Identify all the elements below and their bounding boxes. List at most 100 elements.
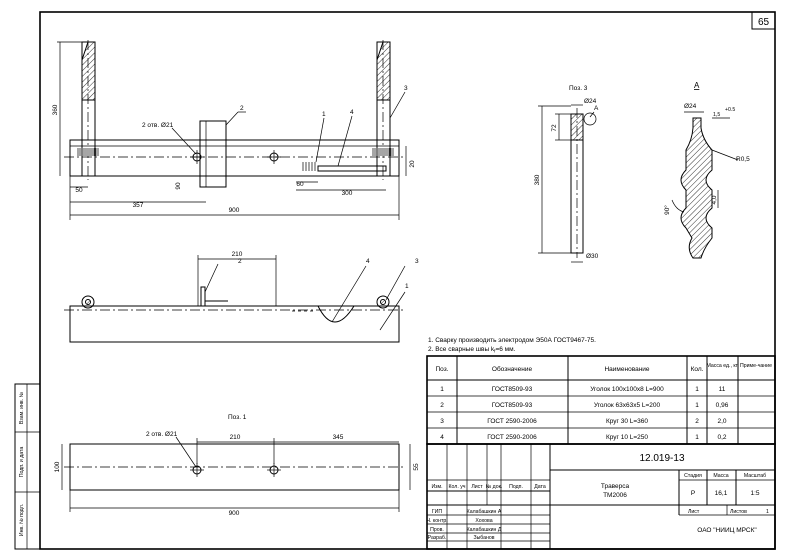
row3-name: Круг 30 L=360 — [606, 418, 648, 425]
row2-pos: 2 — [440, 402, 444, 409]
dim-380: 380 — [534, 174, 541, 185]
col-doc: № док. — [486, 484, 503, 490]
row1-qty: 1 — [695, 386, 699, 393]
mass-value: 16,1 — [715, 490, 728, 497]
sheet-header: Лист — [688, 509, 700, 515]
person-2: Хохова — [475, 518, 492, 524]
note-2: 2. Все сварные швы kf=6 мм. — [428, 346, 516, 354]
dim-diam24: Ø24 — [584, 98, 597, 105]
row4-designation: ГОСТ 2590-2006 — [487, 434, 537, 441]
callout-1-front: 1 — [322, 111, 326, 118]
callout-2-top: 2 — [238, 258, 242, 265]
side-stamp-replace: Взам. инв. № — [19, 391, 25, 424]
col-kol-uch: Кол. уч — [449, 484, 466, 490]
callout-1-top: 1 — [405, 283, 409, 290]
top-angle — [69, 305, 400, 343]
mass-header: Масса — [713, 473, 728, 479]
callout-3-front: 3 — [404, 85, 408, 92]
callout-4-top: 4 — [366, 258, 370, 265]
pos1-view: Поз. 1 210 345 2 отв. Ø21 100 55 900 — [54, 414, 420, 517]
col-list: Лист — [471, 484, 483, 490]
row1-name: Уголок 100х100х8 L=900 — [590, 386, 664, 393]
row4-pos: 4 — [440, 434, 444, 441]
dim-1-5: 1,5 — [713, 112, 720, 118]
row3-mass: 2,0 — [717, 418, 726, 425]
row4-mass: 0,2 — [717, 434, 726, 441]
dim-4: 4,0 — [711, 195, 718, 204]
callout-2-front: 2 — [240, 105, 244, 112]
dim-900-pos1: 900 — [229, 510, 240, 517]
dim-210-pos1: 210 — [230, 434, 241, 441]
spec-header-note: Приме-чание — [740, 363, 772, 369]
holes-label-top: 2 отв. Ø21 — [142, 122, 174, 129]
view-a-profile — [680, 117, 713, 259]
pos1-title: Поз. 1 — [228, 414, 247, 421]
dim-50: 50 — [75, 187, 83, 194]
dim-diam30: Ø30 — [586, 253, 599, 260]
note-2-end: =6 мм. — [495, 346, 515, 353]
col-izm: Изм. — [431, 484, 442, 490]
spec-header-pos: Поз. — [436, 366, 449, 373]
sheets-header: Листов — [730, 509, 747, 515]
page-number: 65 — [758, 17, 770, 28]
col-date: Дата — [534, 484, 546, 490]
rod-right-hatch — [376, 41, 391, 101]
row4-qty: 1 — [695, 434, 699, 441]
spec-header-name: Наименование — [604, 366, 649, 373]
row3-qty: 2 — [695, 418, 699, 425]
row2-qty: 1 — [695, 402, 699, 409]
row1-pos: 1 — [440, 386, 444, 393]
spec-header-qty: Кол. — [691, 366, 704, 373]
callout-3-top: 3 — [415, 258, 419, 265]
small-angle — [199, 120, 227, 188]
col-sign: Подп. — [509, 484, 523, 490]
doc-name-1: Траверса — [601, 483, 630, 490]
sheet-frame: 65 — [39, 11, 776, 550]
spec-table: Поз. Обозначение Наименование Кол. Масса… — [426, 355, 776, 445]
dim-90deg: 90° — [663, 205, 671, 215]
title-block: Изм. Кол. уч Лист № док. Подп. Дата ГИП … — [426, 443, 776, 550]
dim-tol: +0.5 — [725, 107, 735, 113]
dim-300: 300 — [342, 190, 353, 197]
dim-90: 90 — [175, 182, 182, 190]
person-4: Зыбанов — [473, 535, 494, 541]
callout-4-front: 4 — [350, 109, 354, 116]
table-row: 1 ГОСТ8509-93 Уголок 100х100х8 L=900 1 1… — [440, 386, 726, 393]
row2-designation: ГОСТ8509-93 — [492, 402, 533, 409]
dim-360: 360 — [52, 104, 59, 115]
row2-name: Уголок 63х63х5 L=200 — [594, 402, 661, 409]
row3-designation: ГОСТ 2590-2006 — [487, 418, 537, 425]
person-1: Калабашкин А — [467, 509, 502, 515]
holes-label-bottom: 2 отв. Ø21 — [146, 431, 178, 438]
table-row: 4 ГОСТ 2590-2006 Круг 10 L=250 1 0,2 — [440, 434, 727, 441]
row3-pos: 3 — [440, 418, 444, 425]
dim-345: 345 — [333, 434, 344, 441]
role-gip: ГИП — [432, 509, 443, 515]
note-1: 1. Сварку производить электродом Э50А ГО… — [428, 337, 596, 344]
org-name: ОАО "НИИЦ МРСК" — [697, 527, 757, 534]
spec-header-mass: Масса ед., кг — [706, 363, 737, 369]
rod-left-hatch — [81, 41, 96, 101]
view-a-title: А — [694, 81, 700, 90]
scale-value: 1:5 — [750, 490, 759, 497]
dim-r05: R0,5 — [736, 156, 750, 163]
dim-100: 100 — [54, 461, 61, 472]
dim-210-top: 210 — [232, 251, 243, 258]
doc-code: 12.019-13 — [639, 453, 684, 464]
role-razrab: Разраб. — [428, 535, 447, 541]
stage-header: Стадия — [684, 473, 702, 479]
role-nkontr: Н. контр. — [426, 518, 447, 524]
sheets-value: 1 — [766, 509, 769, 515]
person-3: Калабашкин Д — [467, 527, 502, 533]
view-a: А Ø24 1,5 +0.5 R0,5 4,0 90° — [663, 81, 750, 259]
pos3-view: Поз. 3 72 380 Ø24 А Ø30 — [534, 85, 599, 263]
dim-20: 20 — [409, 160, 416, 168]
row2-mass: 0,96 — [716, 402, 729, 409]
note-2-sub: f — [494, 349, 496, 354]
rod-pos4 — [317, 165, 387, 172]
role-prov: Пров. — [430, 527, 444, 533]
doc-name-2: ТМ2006 — [603, 492, 627, 499]
dim-60: 60 — [296, 181, 304, 188]
stage-value: Р — [691, 490, 695, 497]
